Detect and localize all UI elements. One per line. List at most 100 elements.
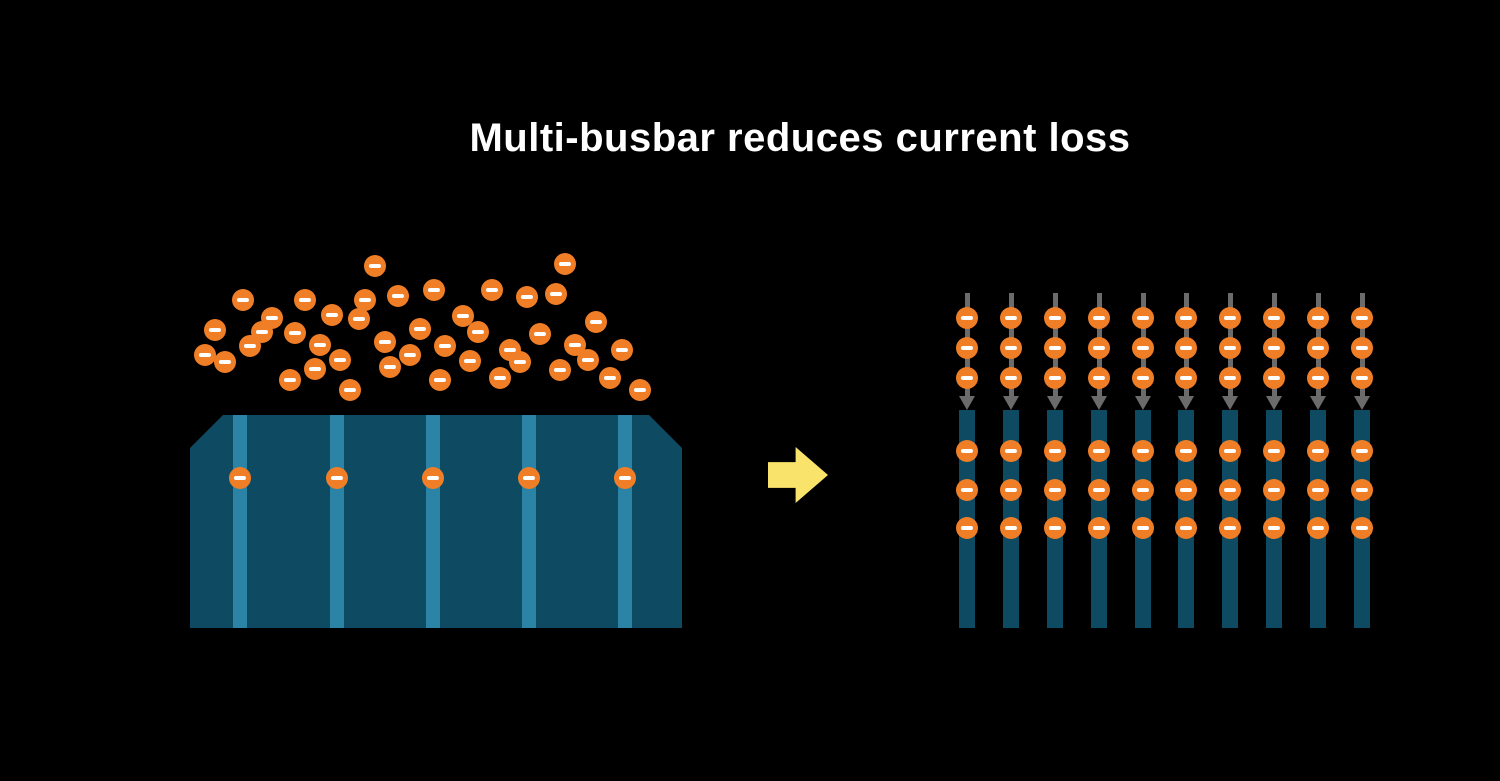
electron-icon [339,379,361,401]
electron-icon [516,286,538,308]
electron-icon [467,321,489,343]
electron-icon [1351,307,1373,329]
electron-icon [1175,517,1197,539]
electron-icon [232,289,254,311]
electron-icon [1088,517,1110,539]
electron-icon [599,367,621,389]
electron-icon [956,440,978,462]
current-arrow-head-icon [1135,396,1151,410]
electron-icon [1351,367,1373,389]
electron-icon [554,253,576,275]
electron-icon [614,467,636,489]
electron-icon [409,318,431,340]
electron-icon [585,311,607,333]
electron-icon [1307,367,1329,389]
electron-icon [1263,440,1285,462]
current-arrow-head-icon [1310,396,1326,410]
current-arrow-head-icon [1091,396,1107,410]
electron-icon [1307,337,1329,359]
electron-icon [284,322,306,344]
electron-icon [956,367,978,389]
electron-icon [1000,517,1022,539]
electron-icon [1351,440,1373,462]
electron-icon [1000,367,1022,389]
electron-icon [1219,307,1241,329]
electron-icon [214,351,236,373]
electron-icon [1351,517,1373,539]
busbar-stripe [330,415,344,628]
electron-icon [1088,479,1110,501]
electron-icon [1044,307,1066,329]
electron-icon [529,323,551,345]
electron-icon [509,351,531,373]
current-arrow-head-icon [1047,396,1063,410]
electron-icon [239,335,261,357]
electron-icon [434,335,456,357]
current-arrow-head-icon [1178,396,1194,410]
electron-icon [1351,479,1373,501]
electron-icon [611,339,633,361]
electron-icon [1219,440,1241,462]
electron-icon [481,279,503,301]
electron-icon [229,467,251,489]
electron-icon [1044,440,1066,462]
electron-icon [1307,440,1329,462]
electron-icon [577,349,599,371]
electron-icon [1175,367,1197,389]
electron-icon [309,334,331,356]
busbar-stripe [618,415,632,628]
electron-icon [1000,307,1022,329]
electron-icon [1044,367,1066,389]
current-arrow-head-icon [1222,396,1238,410]
electron-icon [1132,307,1154,329]
electron-icon [1175,440,1197,462]
electron-icon [545,283,567,305]
electron-icon [956,337,978,359]
electron-icon [1088,440,1110,462]
electron-icon [1088,307,1110,329]
electron-icon [423,279,445,301]
electron-icon [1219,337,1241,359]
electron-icon [1132,440,1154,462]
standard-cell-body [190,415,682,628]
electron-icon [422,467,444,489]
electron-icon [204,319,226,341]
current-arrow-head-icon [1354,396,1370,410]
electron-icon [518,467,540,489]
electron-icon [1307,517,1329,539]
electron-icon [1263,517,1285,539]
electron-icon [1175,307,1197,329]
electron-icon [1000,337,1022,359]
electron-icon [1132,337,1154,359]
electron-icon [1263,367,1285,389]
electron-icon [956,307,978,329]
electron-icon [387,285,409,307]
electron-icon [374,331,396,353]
electron-icon [321,304,343,326]
electron-icon [1000,440,1022,462]
electron-icon [364,255,386,277]
electron-icon [1088,337,1110,359]
current-arrow-head-icon [1003,396,1019,410]
electron-icon [1000,479,1022,501]
electron-icon [348,308,370,330]
electron-icon [1044,337,1066,359]
electron-icon [956,479,978,501]
electron-icon [354,289,376,311]
electron-icon [1132,367,1154,389]
electron-icon [1219,367,1241,389]
electron-icon [279,369,301,391]
current-arrow-head-icon [959,396,975,410]
electron-icon [459,350,481,372]
electron-icon [1175,337,1197,359]
electron-icon [629,379,651,401]
electron-icon [1175,479,1197,501]
electron-icon [399,344,421,366]
electron-icon [294,289,316,311]
busbar-stripe [522,415,536,628]
electron-icon [1088,367,1110,389]
electron-icon [1219,517,1241,539]
electron-icon [1263,307,1285,329]
electron-icon [452,305,474,327]
